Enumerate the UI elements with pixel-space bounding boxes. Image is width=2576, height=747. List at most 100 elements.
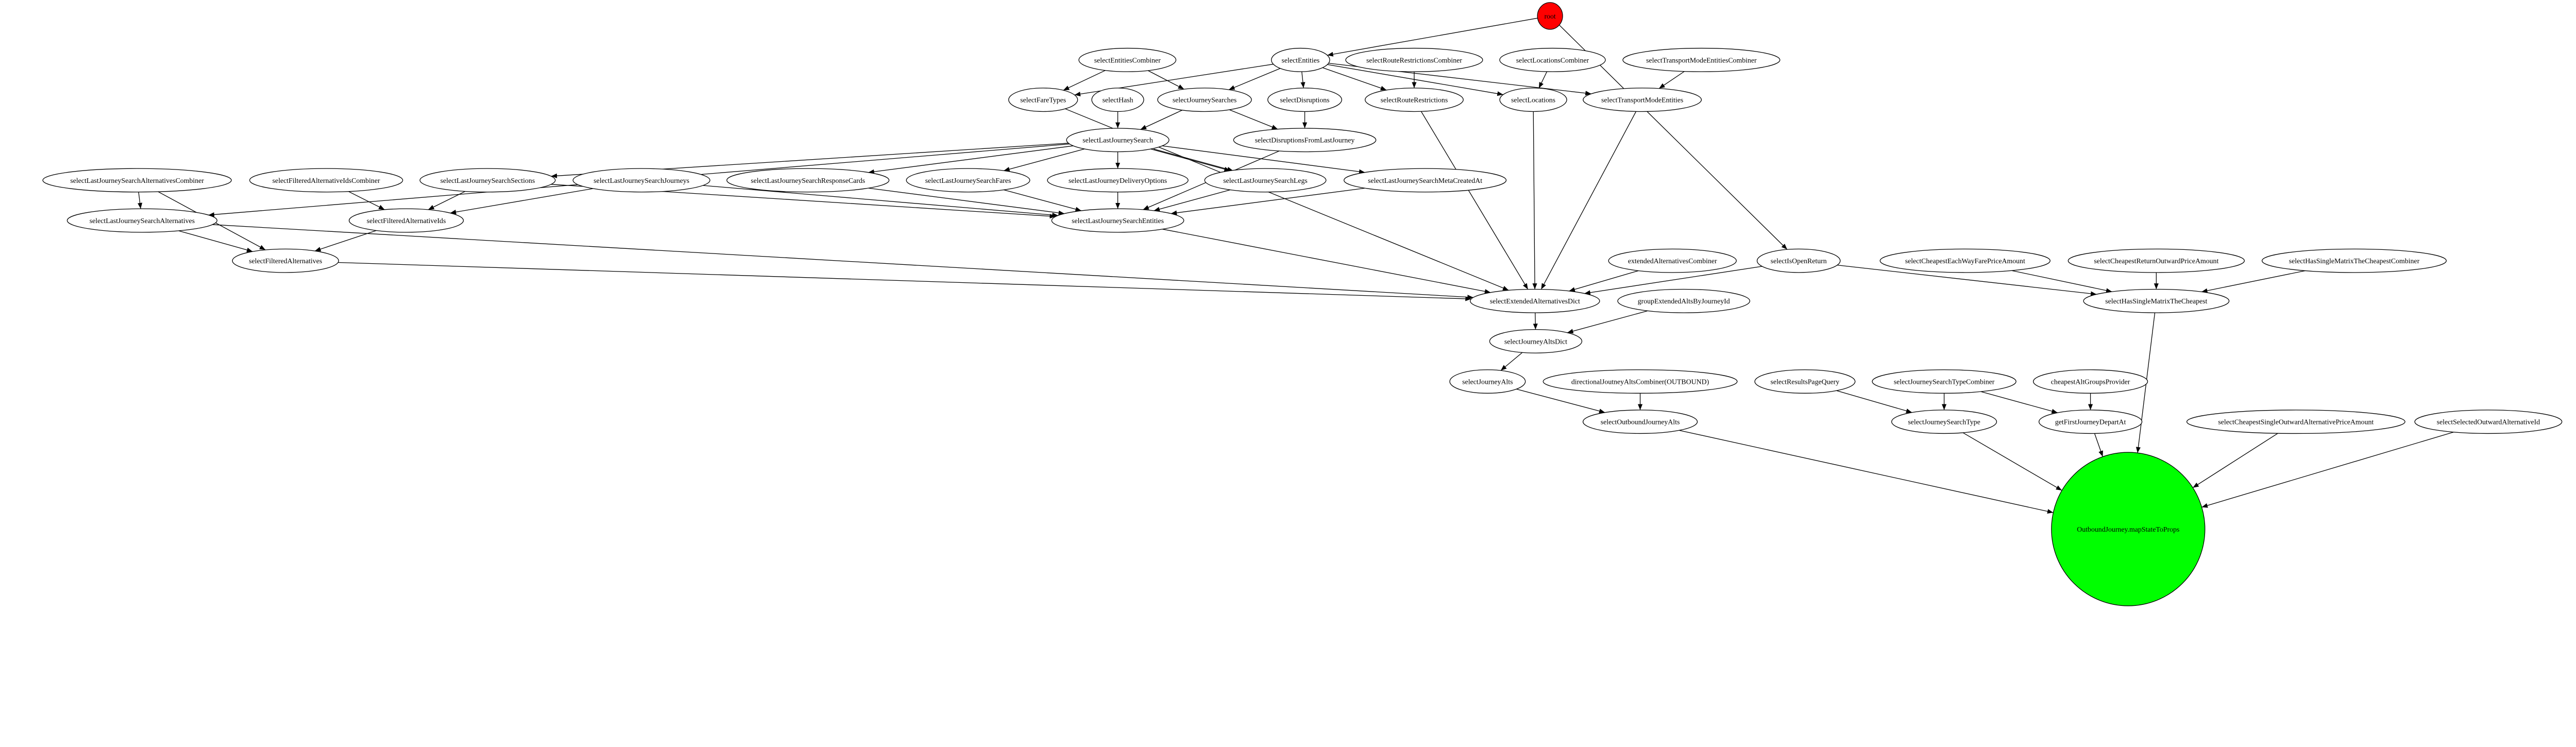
node-ellipse [1449,369,1526,394]
node-label: selectLocations [1511,96,1555,104]
graph-node-select-outbound-journey-alts: selectOutboundJourneyAlts [1582,410,1698,434]
node-label: selectIsOpenReturn [1771,257,1827,265]
graph-node-select-last-journey-search-journeys: selectLastJourneySearchJourneys [572,168,710,193]
node-label: selectJourneyAltsDict [1504,337,1567,345]
graph-node-select-results-page-query: selectResultsPageQuery [1754,369,1856,394]
graph-node-select-selected-outward-alternative-id: selectSelectedOutwardAlternativeId [2414,410,2563,434]
node-ellipse [1470,288,1600,313]
edge-select-last-journey-search-entities-to-select-extended-alternatives-dict [1162,229,1491,294]
node-ellipse [1608,248,1737,273]
node-ellipse [2083,288,2230,313]
graph-node-select-last-journey-search-entities: selectLastJourneySearchEntities [1051,208,1184,233]
node-label: selectHasSingleMatrixTheCheapestCombiner [2289,257,2420,265]
node-ellipse [906,168,1030,193]
node-label: selectLastJourneySearchJourneys [594,177,689,184]
edge-select-entities-combiner-to-select-fare-types [1063,70,1106,91]
graph-node-select-cheapest-return-outward-price-amount: selectCheapestReturnOutwardPriceAmount [2067,248,2245,273]
graph-node-select-journey-search-type: selectJourneySearchType [1891,410,1997,434]
edge-select-journey-search-type-to-outbound-journey-map-state-to-props [1962,432,2062,491]
node-label: selectEntitiesCombiner [1094,56,1161,64]
edge-select-cheapest-each-way-fare-price-amount-to-select-has-single-matrix-the-cheapest [2011,270,2112,293]
graph-node-select-journey-alts-dict: selectJourneyAltsDict [1489,329,1583,353]
graph-node-select-has-single-matrix-the-cheapest: selectHasSingleMatrixTheCheapest [2083,288,2230,313]
edge-select-selected-outward-alternative-id-to-outbound-journey-map-state-to-props [2201,432,2454,508]
edge-select-filtered-alternative-ids-combiner-to-select-filtered-alternative-ids [348,191,385,210]
edge-select-last-journey-search-to-select-last-journey-search-response-cards [868,145,1074,174]
graph-node-select-last-journey-search-response-cards: selectLastJourneySearchResponseCards [726,168,890,193]
edge-select-journey-alts-dict-to-select-journey-alts [1500,352,1523,371]
graph-node-select-locations: selectLocations [1499,88,1567,112]
node-ellipse [1583,88,1702,112]
graph-node-select-cheapest-single-outward-alternative-price-amount: selectCheapestSingleOutwardAlternativePr… [2186,410,2405,434]
node-ellipse [2038,410,2143,434]
edge-select-journey-searches-to-select-last-journey-search [1140,110,1183,130]
edge-select-extended-alternatives-dict-to-select-journey-alts-dict [1533,313,1538,330]
edge-select-last-journey-search-to-select-last-journey-search-fares [1004,148,1085,172]
node-label: selectCheapestEachWayFarePriceAmount [1905,257,2025,265]
graph-node-select-cheapest-each-way-fare-price-amount: selectCheapestEachWayFarePriceAmount [1879,248,2050,273]
edge-select-journey-alts-to-select-outbound-journey-alts [1516,388,1605,414]
node-ellipse [1157,88,1252,112]
node-label: selectLastJourneySearchSections [440,177,535,184]
edge-select-entities-to-select-journey-searches [1228,68,1281,90]
graph-node-select-locations-combiner: selectLocationsCombiner [1499,47,1606,72]
graph-node-group-extended-alts-by-journey-id: groupExtendedAltsByJourneyId [1617,288,1751,313]
edge-select-last-journey-search-alternatives-combiner-to-select-last-journey-search-alternatives [138,192,143,209]
node-label: selectLastJourneySearchFares [925,177,1011,184]
graph-node-select-last-journey-search-alternatives-combiner: selectLastJourneySearchAlternativesCombi… [42,168,232,193]
node-ellipse [42,168,232,193]
edges-layer [138,18,2454,514]
edge-select-entities-to-select-locations [1327,64,1503,96]
node-ellipse [1499,47,1606,72]
node-ellipse [2261,248,2447,273]
node-ellipse [1622,47,1781,72]
edge-select-last-journey-search-journeys-to-select-filtered-alternative-ids [450,188,594,215]
node-ellipse [1543,369,1738,394]
node-ellipse [1754,369,1856,394]
node-label: selectSelectedOutwardAlternativeId [2437,418,2540,426]
node-ellipse [348,208,464,233]
node-ellipse [1617,288,1751,313]
edge-select-last-journey-search-to-select-last-journey-search-legs [1150,148,1231,172]
graph-node-select-journey-searches: selectJourneySearches [1157,88,1252,112]
node-ellipse [2032,369,2148,394]
node-ellipse [1078,47,1177,72]
node-label: selectLastJourneySearchAlternatives [90,217,195,225]
edge-select-journey-searches-to-select-disruptions-from-last-journey [1229,109,1278,130]
edge-select-cheapest-single-outward-alternative-price-amount-to-outbound-journey-map-state-to-props [2192,433,2278,488]
node-ellipse [2067,248,2245,273]
node-label: selectLastJourneyDeliveryOptions [1069,177,1167,184]
node-label: selectJourneySearchType [1908,418,1980,426]
edge-select-results-page-query-to-select-journey-search-type [1836,390,1912,413]
node-label: cheapestAltGroupsProvider [2051,378,2130,385]
node-label: selectResultsPageQuery [1771,378,1840,385]
node-label: selectLastJourneySearch [1082,137,1153,144]
node-label: selectLocationsCombiner [1516,56,1589,64]
node-label: selectRouteRestrictions [1381,96,1448,104]
node-ellipse [2186,410,2405,434]
node-label: groupExtendedAltsByJourneyId [1638,297,1730,305]
node-label: OutboundJourney.mapStateToProps [2077,525,2179,533]
node-ellipse [1047,168,1189,193]
graph-node-select-filtered-alternative-ids-combiner: selectFilteredAlternativeIdsCombiner [249,168,403,193]
graph-node-select-last-journey-search-alternatives: selectLastJourneySearchAlternatives [66,208,217,233]
graph-node-select-transport-mode-entities-combiner: selectTransportModeEntitiesCombiner [1622,47,1781,72]
graph-node-select-has-single-matrix-the-cheapest-combiner: selectHasSingleMatrixTheCheapestCombiner [2261,248,2447,273]
node-ellipse [419,168,556,193]
edge-extended-alternatives-combiner-to-select-extended-alternatives-dict [1569,270,1639,292]
edge-select-last-journey-search-to-select-last-journey-search-legs [1154,148,1233,172]
graph-node-select-last-journey-delivery-options: selectLastJourneyDeliveryOptions [1047,168,1189,193]
graph-node-select-hash: selectHash [1091,88,1144,112]
edge-select-locations-combiner-to-select-locations [1538,71,1548,89]
graph-node-select-disruptions-from-last-journey: selectDisruptionsFromLastJourney [1233,128,1377,152]
graph-node-get-first-journey-depart-at: getFirstJourneyDepartAt [2038,410,2143,434]
node-label: selectLastJourneySearchAlternativesCombi… [70,177,204,184]
edge-select-last-journey-search-fares-to-select-last-journey-search-entities [1004,189,1082,212]
edge-select-last-journey-search-journeys-to-select-last-journey-search-entities [703,185,1058,217]
node-ellipse [1499,88,1567,112]
node-label: selectDisruptions [1280,96,1330,104]
edge-select-filtered-alternatives-to-select-extended-alternatives-dict [338,262,1471,301]
node-ellipse [1582,410,1698,434]
edge-root-to-select-entities [1327,18,1538,57]
